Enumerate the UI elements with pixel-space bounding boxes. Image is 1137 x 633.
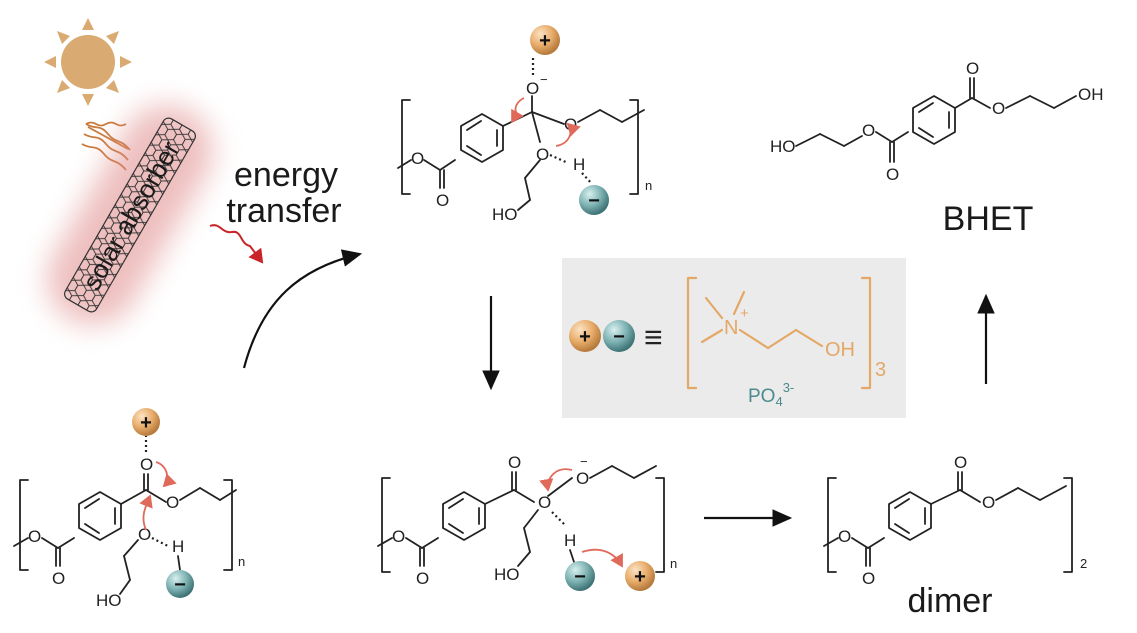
energy-label: energy xyxy=(234,156,338,194)
svg-text:−: − xyxy=(174,574,186,596)
anion-sphere: − xyxy=(579,185,609,215)
collapse-intermediate: n O O O O O − H HO − + xyxy=(377,453,677,591)
oxide-oxygen: O xyxy=(526,79,539,98)
energy-wave-icon xyxy=(209,224,264,264)
carbonyl-oxygen: O xyxy=(862,569,875,588)
activated-ester: n O O O + O O H − HO xyxy=(13,408,245,610)
carbonyl-oxygen: O xyxy=(52,569,65,588)
carbonyl-oxygen: O xyxy=(416,569,429,588)
oh-group: OH xyxy=(1078,85,1104,104)
svg-text:+: + xyxy=(140,412,152,434)
oxygen-atom: O xyxy=(411,149,424,168)
ester-oxygen: O xyxy=(982,493,995,512)
oxygen-atom: O xyxy=(838,527,851,546)
carbonyl-oxygen-left: O xyxy=(886,165,899,184)
oh-group: OH xyxy=(825,339,855,361)
oxygen-atom: O xyxy=(392,527,405,546)
svg-text:−: − xyxy=(588,190,600,212)
ho-group: HO xyxy=(770,137,796,156)
nitrogen-atom: N xyxy=(724,317,738,339)
svg-text:−: − xyxy=(574,566,586,588)
tetrahedral-intermediate: n O O O − O O H HO + − xyxy=(397,25,652,224)
svg-text:+: + xyxy=(634,566,646,588)
repeat-n-middle: n xyxy=(670,556,677,571)
repeat-n-top: n xyxy=(645,178,652,193)
anion-sphere: − xyxy=(603,320,635,352)
bhet-structure: HO O O O O OH xyxy=(770,59,1104,184)
carbonyl-oxygen-top: O xyxy=(508,453,521,472)
phosphate-label: PO43- xyxy=(748,380,794,409)
ester-oxygen: O xyxy=(538,493,551,512)
carbonyl-oxygen: O xyxy=(436,191,449,210)
solar-absorber-tube: solar absorber xyxy=(47,104,213,326)
ho-group: HO xyxy=(96,591,122,610)
carbonyl-oxygen-top: O xyxy=(140,455,153,474)
nitrogen-plus: + xyxy=(740,305,749,322)
hydrogen-atom: H xyxy=(172,537,184,556)
repeat-n-left: n xyxy=(238,554,245,569)
carbonyl-oxygen-right: O xyxy=(966,59,979,78)
ester-oxygen: O xyxy=(166,493,179,512)
anion-sphere: − xyxy=(565,561,595,591)
catalyst-legend: + − ≡ 3 N + OH PO43- xyxy=(562,258,906,418)
cation-sphere: + xyxy=(569,320,601,352)
svg-text:+: + xyxy=(579,326,591,348)
dimer-label: dimer xyxy=(907,582,992,620)
cation-sphere: + xyxy=(625,561,655,591)
cation-sphere: + xyxy=(132,408,160,436)
ho-group: HO xyxy=(492,205,518,224)
oxygen-atom: O xyxy=(28,527,41,546)
cation-sphere: + xyxy=(530,25,560,55)
oxide-minus: − xyxy=(540,72,548,87)
svg-text:+: + xyxy=(539,30,551,52)
dimer-structure: 2 O O O O xyxy=(823,453,1087,588)
carbonyl-oxygen-top: O xyxy=(954,453,967,472)
ho-group: HO xyxy=(494,565,520,584)
alcohol-oxygen: O xyxy=(138,525,151,544)
hydrogen-atom: H xyxy=(564,531,576,550)
leaving-oxide-minus: − xyxy=(580,454,588,469)
transfer-label: transfer xyxy=(226,192,341,230)
repeat-2: 2 xyxy=(1080,556,1087,571)
anion-sphere: − xyxy=(166,570,194,598)
leaving-oxide: O xyxy=(576,469,589,488)
svg-text:−: − xyxy=(613,326,625,348)
equivalence-sign: ≡ xyxy=(644,319,663,355)
hydrogen-atom: H xyxy=(573,155,585,174)
ester-oxygen-right: O xyxy=(992,99,1005,118)
ester-oxygen-left: O xyxy=(862,121,875,140)
sun-icon xyxy=(44,18,132,106)
repeat-3: 3 xyxy=(875,359,886,381)
curved-arrow xyxy=(242,249,363,369)
alcohol-oxygen: O xyxy=(536,145,549,164)
bhet-label: BHET xyxy=(943,200,1034,238)
